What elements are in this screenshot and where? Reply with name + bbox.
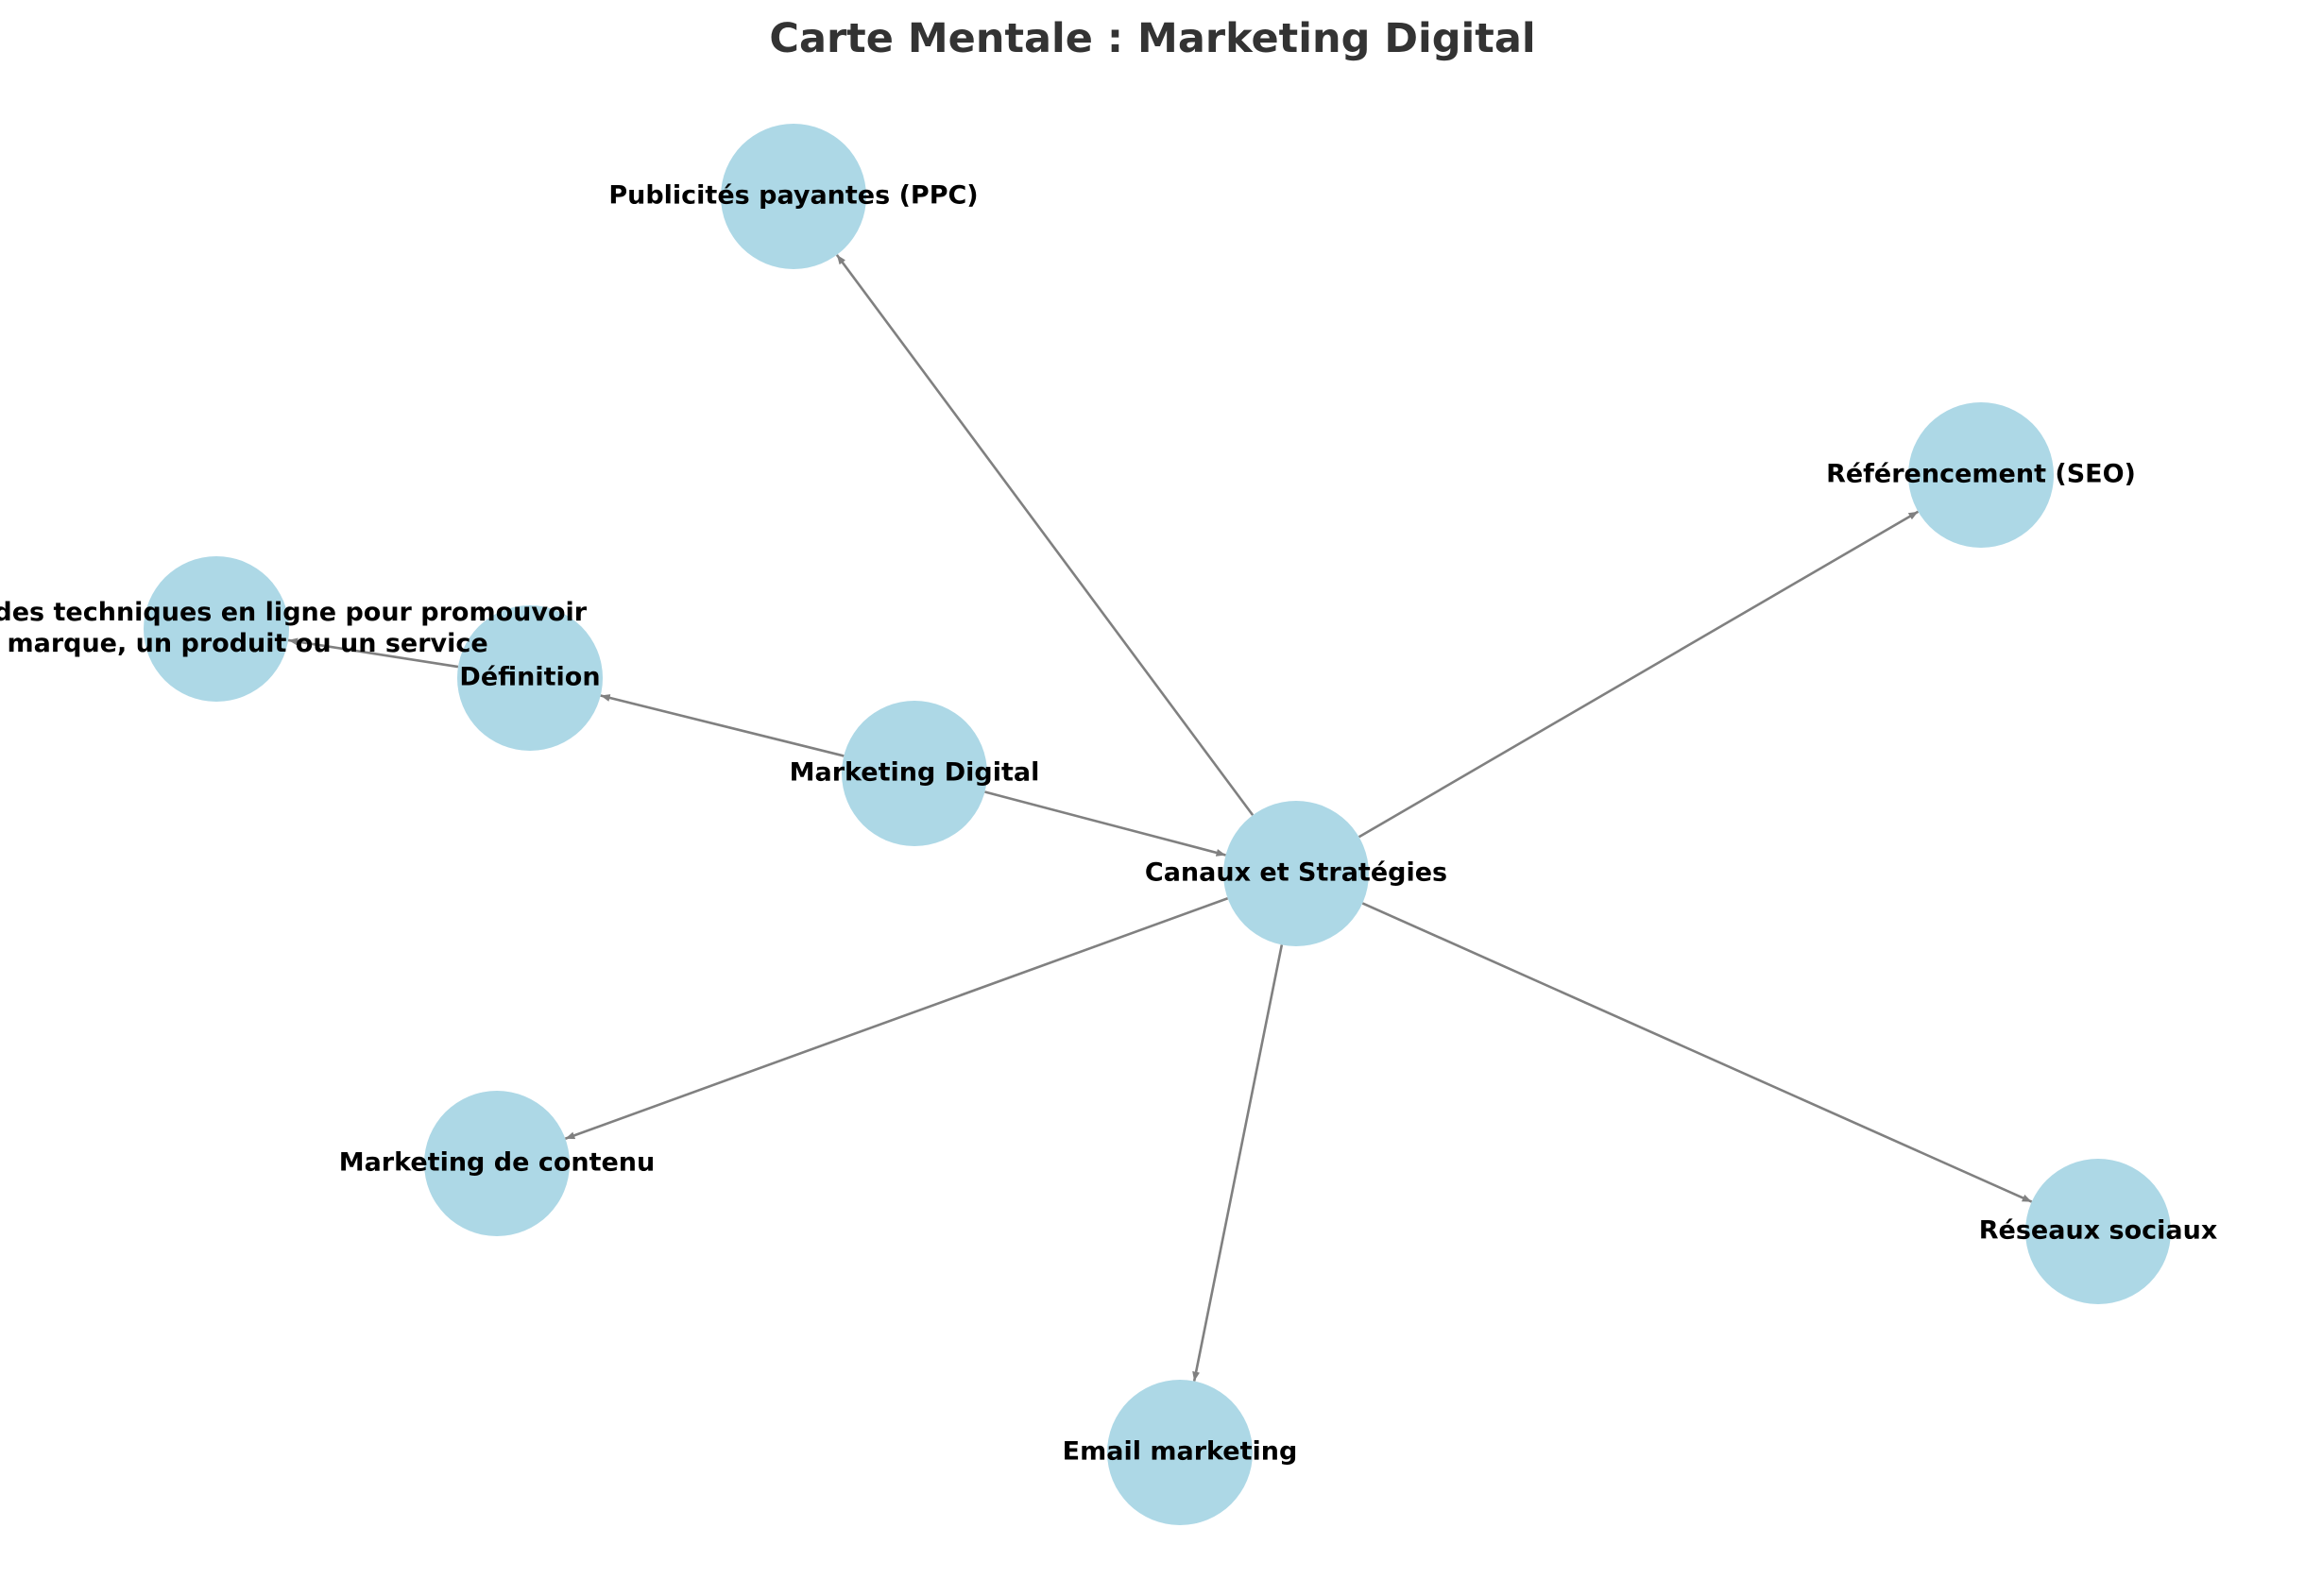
node-channels (1223, 801, 1369, 946)
labels-layer: Marketing Digital Définition Ensemble des … (0, 181, 2217, 1467)
edge-definition-to-definition-text (287, 637, 459, 669)
node-content (424, 1091, 570, 1236)
node-label-definition: Définition (459, 663, 600, 692)
node-root (842, 701, 987, 846)
nodes-layer (144, 124, 2171, 1525)
edge-channels-to-social (1361, 902, 2033, 1203)
node-label-ppc: Publicités payantes (PPC) (608, 181, 978, 211)
node-definition (457, 605, 603, 751)
node-label-definition-text-line-0: Ensemble des techniques en ligne pour pr… (0, 598, 588, 627)
node-label-social: Réseaux sociaux (1979, 1216, 2217, 1246)
node-ppc (721, 124, 866, 269)
node-label-channels: Canaux et Stratégies (1145, 858, 1447, 888)
node-label-definition-text-line-1: une marque, un produit ou un service (0, 629, 488, 658)
node-definition-text (144, 556, 289, 702)
diagram-title: Carte Mentale : Marketing Digital (769, 15, 1535, 62)
node-label-root: Marketing Digital (790, 758, 1040, 788)
node-social (2025, 1159, 2171, 1304)
node-label-content: Marketing de contenu (339, 1148, 656, 1178)
edge-channels-to-email (1192, 944, 1284, 1382)
edge-channels-to-ppc (835, 254, 1255, 816)
node-label-seo: Référencement (SEO) (1826, 460, 2136, 489)
edges-layer (287, 254, 2033, 1382)
edge-root-to-channels (984, 790, 1226, 857)
node-email (1107, 1380, 1253, 1525)
edge-root-to-definition (600, 694, 845, 757)
node-seo (1908, 402, 2054, 548)
edge-channels-to-seo (1357, 510, 1920, 839)
node-label-email: Email marketing (1063, 1437, 1298, 1467)
edge-channels-to-content (564, 897, 1229, 1140)
